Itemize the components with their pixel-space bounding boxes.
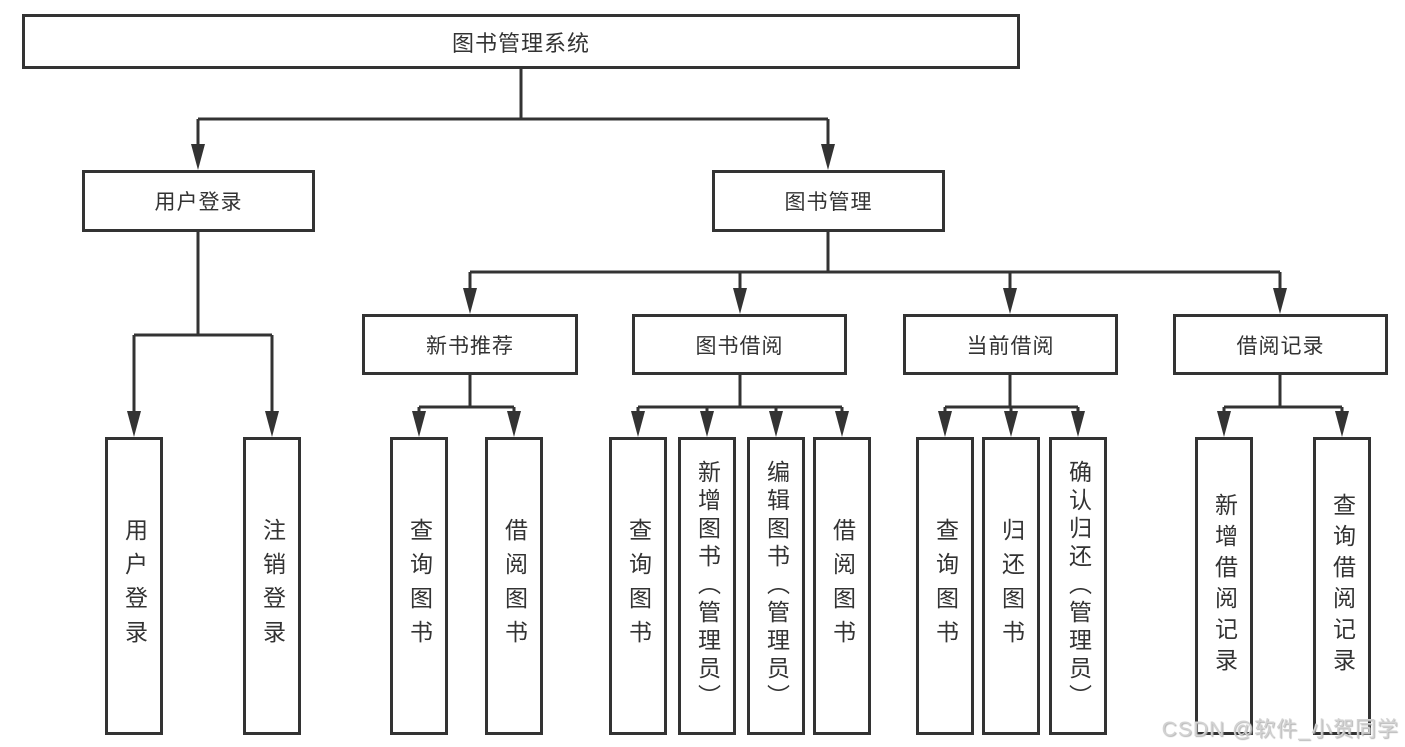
leaf-add-books-admin: 新增图书（管理员） — [678, 437, 736, 735]
connector-bookmgmt-to-level3 — [463, 232, 1287, 314]
connector-currentborrow-to-leaves — [938, 375, 1085, 437]
node-user-login: 用户登录 — [82, 170, 315, 232]
connector-root-to-level2 — [191, 68, 835, 170]
node-current-borrowing: 当前借阅 — [903, 314, 1118, 375]
node-root-library-system: 图书管理系统 — [22, 14, 1020, 69]
csdn-watermark: CSDN @软件_小贺同学 — [1161, 718, 1399, 741]
leaf-confirm-return-admin: 确认归还（管理员） — [1049, 437, 1107, 735]
leaf-return-books: 归还图书 — [982, 437, 1040, 735]
connector-bookborrow-to-leaves — [631, 375, 849, 437]
node-new-book-recommend: 新书推荐 — [362, 314, 578, 375]
leaf-query-books-borrowing: 查询图书 — [609, 437, 667, 735]
leaf-query-books-current: 查询图书 — [916, 437, 974, 735]
leaf-query-borrow-record: 查询借阅记录 — [1313, 437, 1371, 735]
node-borrowing-records: 借阅记录 — [1173, 314, 1388, 375]
leaf-add-borrow-record: 新增借阅记录 — [1195, 437, 1253, 735]
connector-userlogin-to-leaves — [127, 232, 279, 437]
leaf-borrow-books-borrowing: 借阅图书 — [813, 437, 871, 735]
leaf-borrow-books-recommend: 借阅图书 — [485, 437, 543, 735]
leaf-query-books-recommend: 查询图书 — [390, 437, 448, 735]
leaf-logout: 注销登录 — [243, 437, 301, 735]
leaf-user-login: 用户登录 — [105, 437, 163, 735]
node-book-management: 图书管理 — [712, 170, 945, 232]
connector-borrowrecords-to-leaves — [1217, 375, 1349, 437]
leaf-edit-books-admin: 编辑图书（管理员） — [747, 437, 805, 735]
connector-newbookrec-to-leaves — [412, 375, 521, 437]
node-book-borrowing: 图书借阅 — [632, 314, 847, 375]
